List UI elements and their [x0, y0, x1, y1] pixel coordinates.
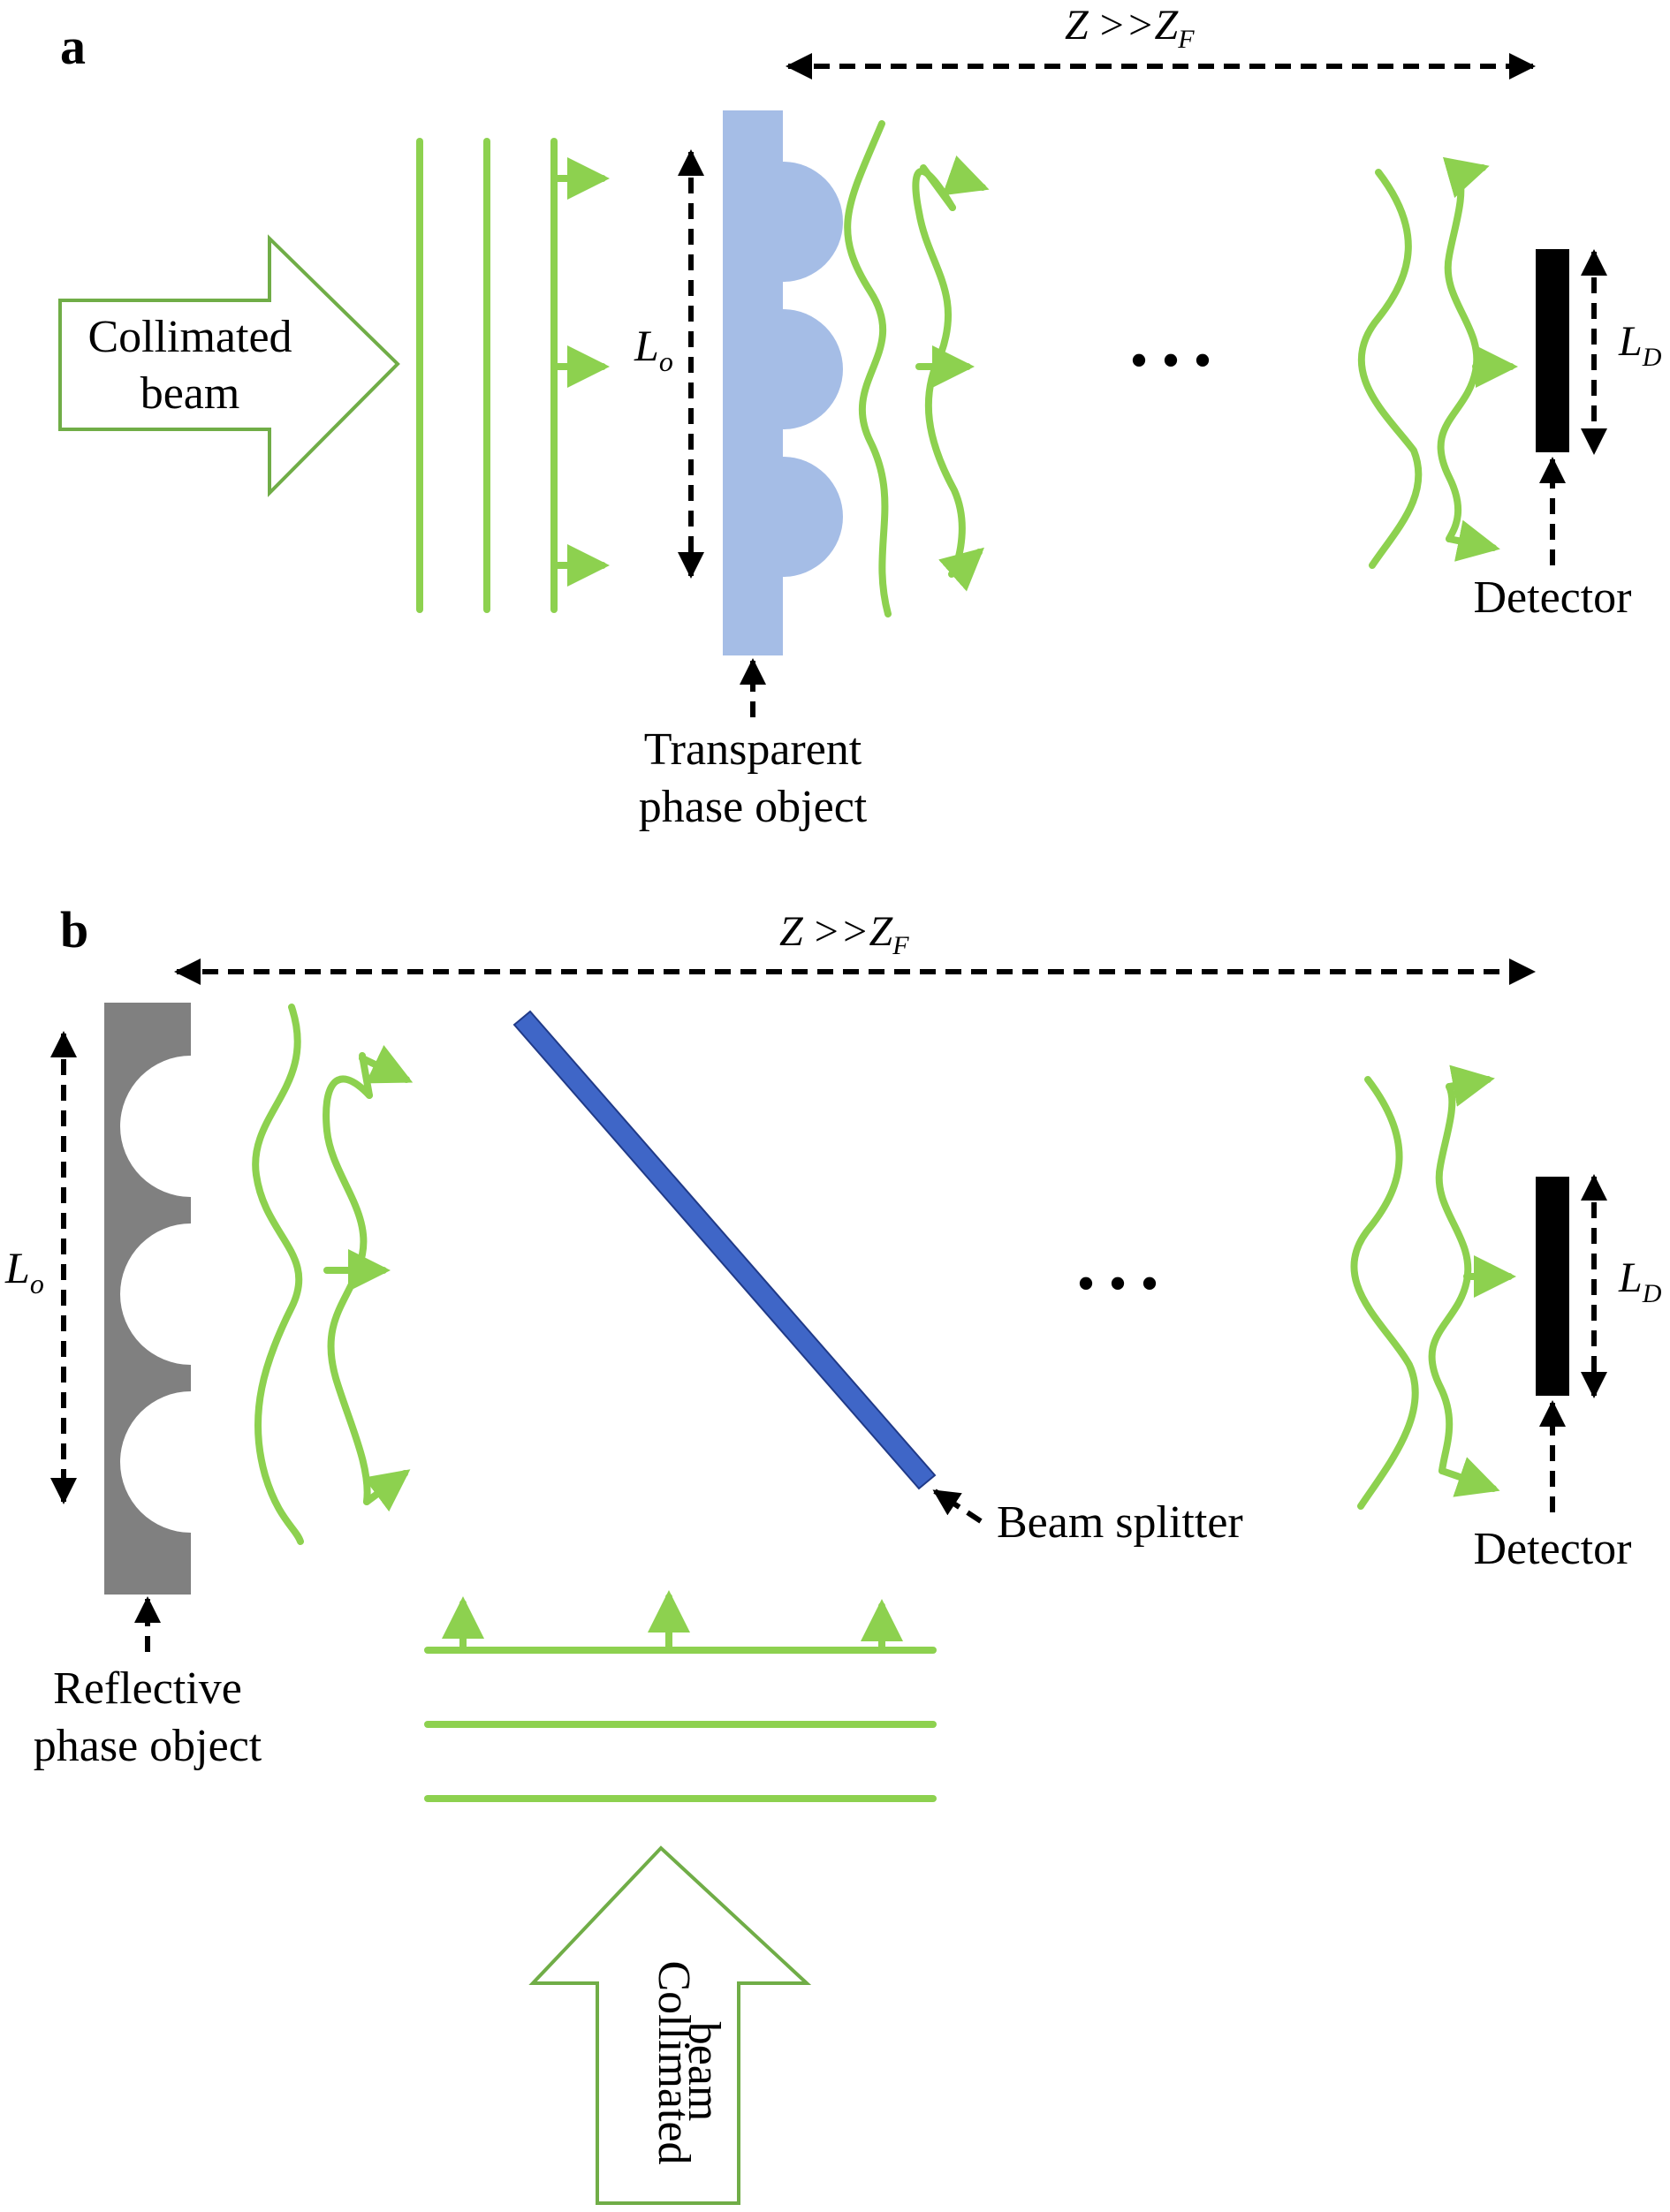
panel-b-splitter-label: Beam splitter [997, 1497, 1243, 1548]
panel-b-object-size-label: Lo [4, 1243, 44, 1299]
panel-b-source-label-2: beam [679, 2022, 729, 2122]
panel-a-detector-label: Detector [1473, 572, 1631, 623]
panel-a-ellipsis: • • • [1129, 331, 1211, 390]
panel-a-plane-wavefronts [416, 138, 610, 613]
panel-b-ellipsis: • • • [1076, 1254, 1158, 1313]
panel-a-object-label-1: Transparent [644, 724, 862, 775]
panel-b-source-label-1: Collimated [649, 1960, 699, 2164]
panel-a-distance-label: Z>>ZF [1065, 2, 1195, 54]
panel-a-source-label-1: Collimated [87, 312, 292, 362]
panel-a-transparent-phase-object [723, 110, 843, 655]
panel-b-object-label-1: Reflective [53, 1663, 242, 1714]
panel-b-detector-size-label: LD [1618, 1254, 1662, 1308]
panel-b-splitter-pointer [932, 1489, 983, 1524]
panel-a-source-label-2: beam [140, 368, 240, 419]
panel-b-beam-splitter [512, 1010, 937, 1490]
panel-b-object-label-2: phase object [34, 1721, 262, 1771]
panel-b-distance-label: Z>>ZF [779, 908, 909, 960]
panel-a-object-label-2: phase object [639, 782, 868, 832]
panel-b-distorted-wavefronts-far [1350, 1064, 1516, 1510]
panel-b-letter: b [60, 901, 88, 958]
panel-a-detector-size-label: LD [1618, 318, 1662, 372]
panel-a-source-arrow [58, 234, 400, 497]
panel-a-object-size-label: Lo [634, 321, 673, 377]
panel-b-plane-wavefronts [424, 1590, 937, 1802]
panel-b-detector-label: Detector [1473, 1524, 1631, 1574]
panel-a-distorted-wavefronts-far [1357, 156, 1518, 569]
panel-b-detector [1536, 1177, 1569, 1396]
panel-a-distorted-wavefronts-near [844, 120, 990, 617]
panel-b-distorted-wavefronts-near [252, 1004, 414, 1545]
panel-b-source-arrow [528, 1845, 812, 2205]
panel-a-letter: a [60, 18, 86, 75]
panel-a-detector [1536, 249, 1569, 452]
panel-b-reflective-phase-object [104, 1003, 191, 1595]
